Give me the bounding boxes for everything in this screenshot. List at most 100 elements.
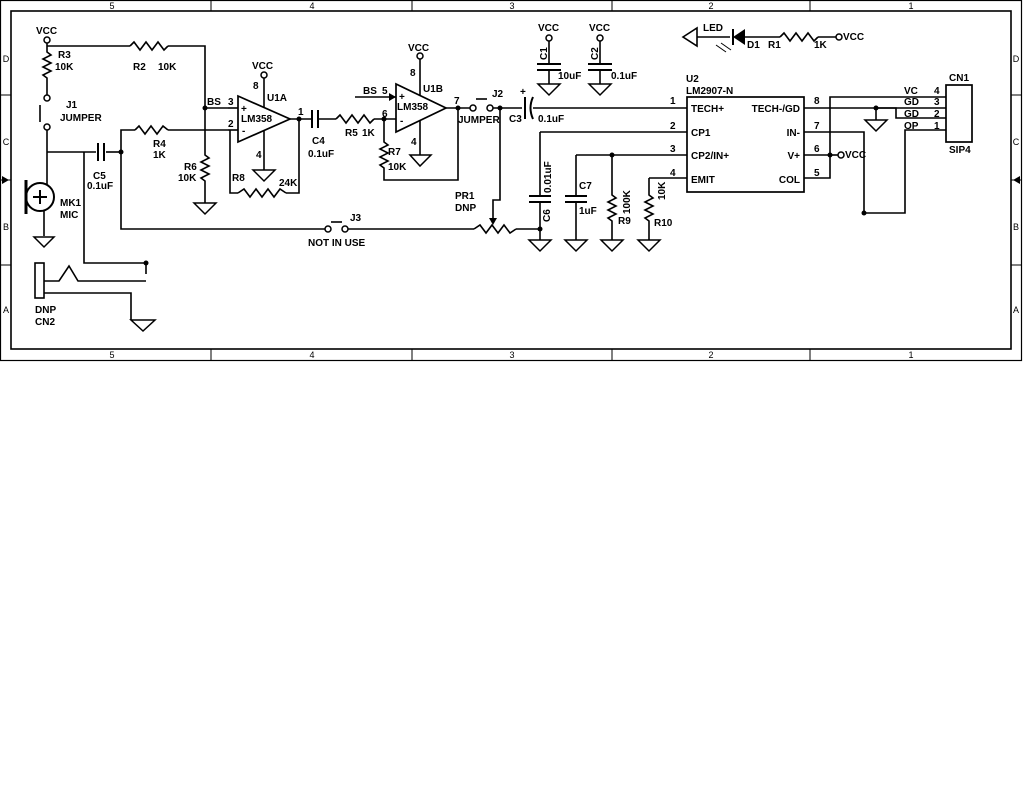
r7-resistor <box>378 108 459 181</box>
j2-pin <box>486 104 494 112</box>
j1-label: J1 <box>66 100 78 111</box>
zone-row-label: B <box>1013 222 1019 232</box>
j1-pin <box>43 123 51 131</box>
pr1-potentiometer <box>473 223 517 235</box>
u2-pin-name: V+ <box>787 151 800 162</box>
r5-label: R5 <box>345 128 358 139</box>
u1b-pin4: 4 <box>411 137 417 148</box>
r10-resistor <box>643 178 655 240</box>
r6-resistor <box>199 108 211 200</box>
ground-icon <box>251 169 277 183</box>
r3-resistor <box>41 43 53 95</box>
cn1-type: SIP4 <box>949 145 971 156</box>
vcc-label: VCC <box>843 32 864 43</box>
u1a-pin1: 1 <box>298 107 304 118</box>
u1a-part: LM358 <box>241 114 273 125</box>
c2-value: 0.1uF <box>611 71 637 82</box>
u2-pin-name: TECH-/GD <box>752 104 800 115</box>
r10-value: 10K <box>657 181 668 200</box>
u2-pin-name: COL <box>779 175 800 186</box>
cn1-label: CN1 <box>949 73 969 84</box>
vcc-label: VCC <box>589 23 610 34</box>
bs-label: BS <box>207 97 221 108</box>
mk1-type: MIC <box>60 210 78 221</box>
r2-value: 10K <box>158 62 177 73</box>
u1b-minus-sign: - <box>400 116 403 127</box>
zone-row-label: A <box>3 305 9 315</box>
led-label: LED <box>703 23 723 34</box>
u1b-stage: BS 5 + - LM358 6 VCC 8 U1B 4 R7 10K 7 J2… <box>355 43 687 235</box>
u2-pin-num: 6 <box>814 144 820 155</box>
r9-value: 100K <box>622 189 633 214</box>
zone-col-label: 4 <box>309 1 314 11</box>
c7-label: C7 <box>579 181 592 192</box>
j3-pin <box>341 225 349 233</box>
c5-value: 0.1uF <box>87 181 113 192</box>
c1-label: C1 <box>539 47 550 60</box>
cn1-pin-num: 4 <box>934 86 940 97</box>
u1b-pin6: 6 <box>382 109 388 120</box>
u2-pin-name: IN- <box>787 128 800 139</box>
j1-type: JUMPER <box>60 113 102 124</box>
u1b-label: U1B <box>423 84 443 95</box>
j3-note: NOT IN USE <box>308 238 366 249</box>
zone-col-label: 5 <box>109 350 114 360</box>
u2-pin-name: TECH+ <box>691 104 724 115</box>
ground-icon <box>129 319 157 333</box>
cn1-pin-name: VC <box>904 86 918 97</box>
u2-pin-num: 5 <box>814 168 820 179</box>
c1-value: 10uF <box>558 71 581 82</box>
vcc-label: VCC <box>845 150 866 161</box>
pr1-label: PR1 <box>455 191 475 202</box>
r2-label: R2 <box>133 62 146 73</box>
ground-icon <box>587 83 613 97</box>
c2-label: C2 <box>590 47 601 60</box>
u2-pin-name: EMIT <box>691 175 715 186</box>
cn1-pin-name: GD <box>904 97 919 108</box>
r3-label: R3 <box>58 50 71 61</box>
ground-icon <box>527 239 553 253</box>
c4-value: 0.1uF <box>308 149 334 160</box>
r5-value: 1K <box>362 128 376 139</box>
c6-label: C6 <box>542 209 553 222</box>
u2-part: LM2907-N <box>686 86 733 97</box>
u1a-pin2: 2 <box>228 119 234 130</box>
ground-icon <box>192 202 218 216</box>
cn2-note: DNP <box>35 305 56 316</box>
zone-col-label: 2 <box>708 350 713 360</box>
u1a-pin4: 4 <box>256 150 262 161</box>
pr1-note: DNP <box>455 203 476 214</box>
c3-label: C3 <box>509 114 522 125</box>
u1b-pin5: 5 <box>382 86 388 97</box>
u1a-stage: BS R6 10K + - LM358 3 2 U1A VCC 8 4 R8 2… <box>178 61 396 216</box>
mk1-label: MK1 <box>60 198 82 209</box>
r8-value: 24K <box>279 178 298 189</box>
r8-label: R8 <box>232 173 245 184</box>
ground-icon <box>408 154 433 168</box>
cn1-body <box>945 84 973 143</box>
cn1-pin-num: 2 <box>934 109 940 120</box>
r5-resistor <box>335 113 375 125</box>
u1a-pin3: 3 <box>228 97 234 108</box>
u2-pin-name: CP1 <box>691 128 711 139</box>
c5-label: C5 <box>93 171 106 182</box>
cn1-pin-name: GD <box>904 109 919 120</box>
zone-row-label: A <box>1013 305 1019 315</box>
zone-row-label: B <box>3 222 9 232</box>
j1-pin <box>43 94 51 102</box>
j3-label: J3 <box>350 213 362 224</box>
r4-resistor <box>134 124 169 136</box>
vcc-label: VCC <box>538 23 559 34</box>
u1b-pin8: 8 <box>410 68 416 79</box>
cn1-pin-num: 3 <box>934 97 940 108</box>
zone-row-label: D <box>1013 54 1020 64</box>
vcc-label: VCC <box>408 43 429 54</box>
u2-body <box>686 96 805 193</box>
r7-label: R7 <box>388 147 401 158</box>
r3-value: 10K <box>55 62 74 73</box>
bs-label: BS <box>363 86 377 97</box>
led-indicator: LED D1 R1 1K VCC <box>681 23 864 53</box>
zone-row-label: D <box>3 54 10 64</box>
u2-pin-num: 2 <box>670 121 676 132</box>
supply-decoupling: VCC C1 10uF VCC C2 0.1uF <box>536 23 637 97</box>
